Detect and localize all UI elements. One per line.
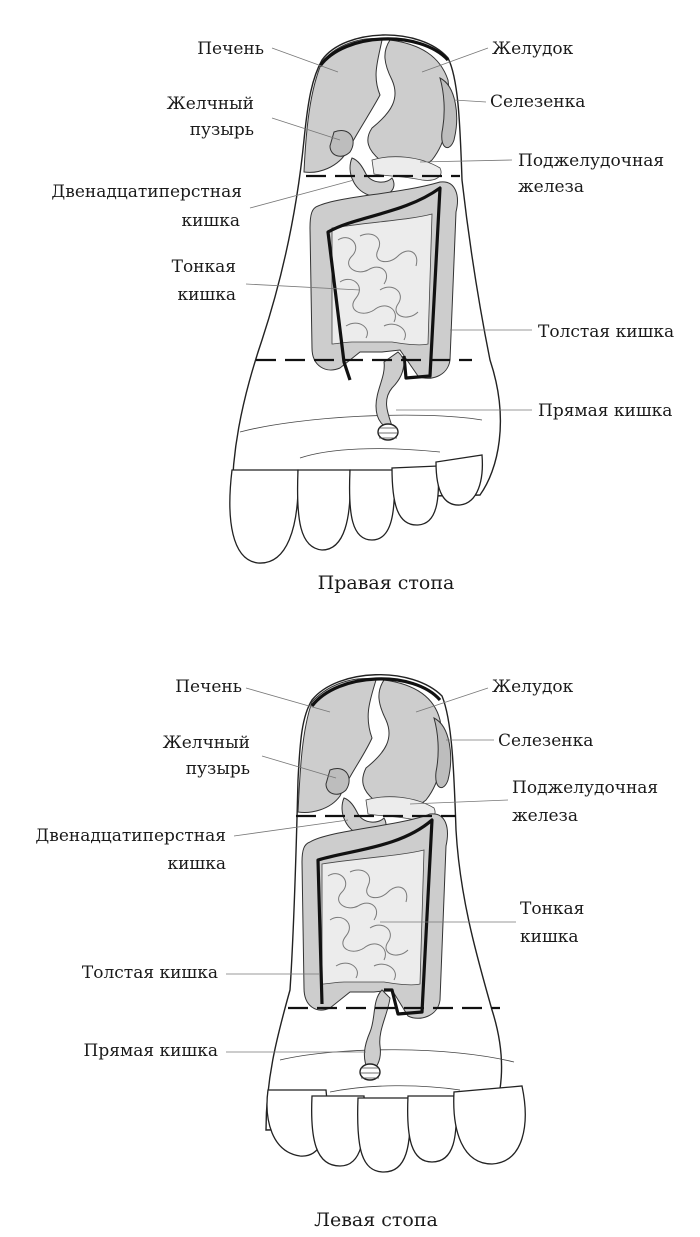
left-top-arc <box>310 677 442 707</box>
left-label-gallbladder-2: пузырь <box>186 759 250 779</box>
right-label-small-intestine-2: кишка <box>177 285 236 305</box>
right-toe-5 <box>435 454 484 506</box>
right-label-duodenum-2: кишка <box>181 211 240 231</box>
left-leaders <box>226 687 516 1053</box>
right-toe-2 <box>296 469 351 551</box>
right-label-duodenum-1: Двенадцатиперстная <box>51 182 242 202</box>
left-colon-line <box>316 818 434 1016</box>
right-top-arc <box>318 37 450 67</box>
left-label-pancreas-2: железа <box>512 806 578 826</box>
left-label-small-intestine-1: Тонкая <box>520 899 584 919</box>
right-toe-crease-2 <box>299 448 441 459</box>
right-label-large-intestine: Толстая кишка <box>538 322 674 342</box>
right-duodenum <box>349 157 395 197</box>
left-toe-crease-2 <box>329 1085 461 1093</box>
left-foot-diagram: Печень Желудок Желчный пузырь Селезенка … <box>35 674 658 1231</box>
left-small-intestine <box>321 849 425 986</box>
right-toe-1 <box>229 469 299 564</box>
right-foot-caption: Правая стопа <box>318 572 455 594</box>
right-foot-diagram: Печень Желудок Желчный пузырь Селезенка … <box>51 34 674 594</box>
right-label-pancreas-2: железа <box>518 177 584 197</box>
left-label-duodenum-1: Двенадцатиперстная <box>35 826 226 846</box>
left-label-large-intestine: Толстая кишка <box>82 963 218 983</box>
right-toe-3 <box>348 469 396 541</box>
left-label-stomach: Желудок <box>492 677 574 697</box>
right-label-rectum: Прямая кишка <box>538 401 672 421</box>
left-gallbladder <box>325 768 350 795</box>
left-toe-crease <box>279 1049 515 1063</box>
left-label-rectum: Прямая кишка <box>84 1041 218 1061</box>
left-label-small-intestine-2: кишка <box>520 927 579 947</box>
right-colon-line <box>326 186 442 381</box>
left-label-duodenum-2: кишка <box>167 854 226 874</box>
right-gallbladder <box>329 130 354 157</box>
right-label-spleen: Селезенка <box>490 92 585 112</box>
right-leaders <box>245 47 532 411</box>
right-label-pancreas-1: Поджелудочная <box>518 151 664 171</box>
right-toe-crease <box>239 414 483 433</box>
right-spleen <box>439 77 458 148</box>
left-spleen <box>433 717 452 788</box>
right-label-gallbladder-1: Желчный <box>167 94 254 114</box>
left-intestine-coils <box>327 869 409 981</box>
left-foot-caption: Левая стопа <box>314 1209 438 1231</box>
right-label-gallbladder-2: пузырь <box>190 120 254 140</box>
left-toe-5 <box>453 1085 526 1165</box>
right-toe-4 <box>391 465 440 526</box>
left-toe-2 <box>311 1095 366 1167</box>
left-label-liver: Печень <box>175 677 242 697</box>
left-toe-4 <box>406 1095 458 1163</box>
right-label-small-intestine-1: Тонкая <box>172 257 236 277</box>
left-label-pancreas-1: Поджелудочная <box>512 778 658 798</box>
right-intestine-coils <box>337 233 419 341</box>
right-label-liver: Печень <box>197 39 264 59</box>
left-toe-3 <box>356 1097 412 1173</box>
left-label-gallbladder-1: Желчный <box>163 733 250 753</box>
left-label-spleen: Селезенка <box>498 731 593 751</box>
right-label-stomach: Желудок <box>492 39 574 59</box>
right-pancreas <box>371 156 442 181</box>
